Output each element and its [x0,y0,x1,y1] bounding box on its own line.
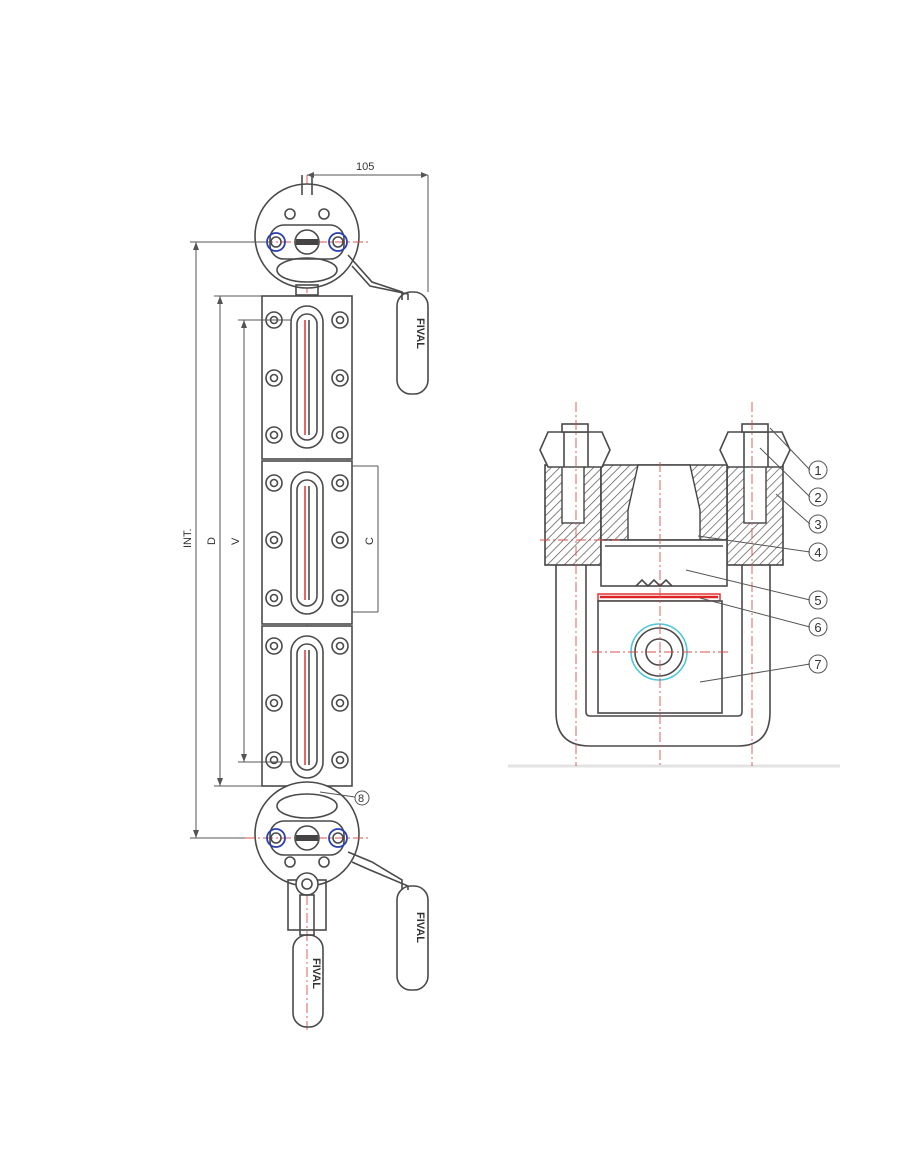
top-flange-bolt-right [328,232,348,252]
dim-c-label: C [364,537,376,545]
top-drain-lever: FIVAL [347,254,429,395]
sight-glass-sections [261,295,353,787]
bottom-valve-head [245,781,370,887]
callout-6: 6 [808,617,828,637]
top-nuts [539,423,791,468]
callout-4-label: 4 [814,545,821,560]
dim-v-label: V [230,537,242,545]
section-bolts [265,311,349,769]
callout-5: 5 [808,590,828,610]
dim-d-label: D [206,537,218,545]
dim-int-label: INT. [182,528,194,548]
dimension-105: 105 [307,161,429,292]
cross-section-view: 1 2 3 4 5 6 7 [508,402,840,768]
callout-2: 2 [808,487,828,507]
callout-1: 1 [808,460,828,480]
callout-8-label: 8 [358,793,364,805]
callout-1-label: 1 [814,463,821,478]
callout-7: 7 [808,654,828,674]
callout-7-label: 7 [814,657,821,672]
callout-8: 8 [319,790,370,806]
bottom-flange-bolt-right [328,828,348,848]
dim-105-label: 105 [356,161,374,173]
callout-leaders [685,427,811,683]
callout-5-label: 5 [814,593,821,608]
brand-logo-bottom: FIVAL [414,912,426,943]
bottom-drain-lever: FIVAL [347,851,429,991]
section-callouts: 1 2 3 4 5 6 7 [808,460,828,674]
callout-3-label: 3 [814,517,821,532]
callout-3: 3 [808,514,828,534]
callout-6-label: 6 [814,620,821,635]
brand-logo-top: FIVAL [414,318,426,349]
level-gauge-elevation: FIVAL 105 [182,161,429,1030]
top-valve-head [245,175,370,296]
bottom-drain-handle: FIVAL [287,872,327,1028]
callout-2-label: 2 [814,490,821,505]
cover-plate [600,539,728,587]
callout-4: 4 [808,542,828,562]
brand-logo-drain: FIVAL [310,958,322,989]
bottom-flange-bolt-left [266,828,286,848]
